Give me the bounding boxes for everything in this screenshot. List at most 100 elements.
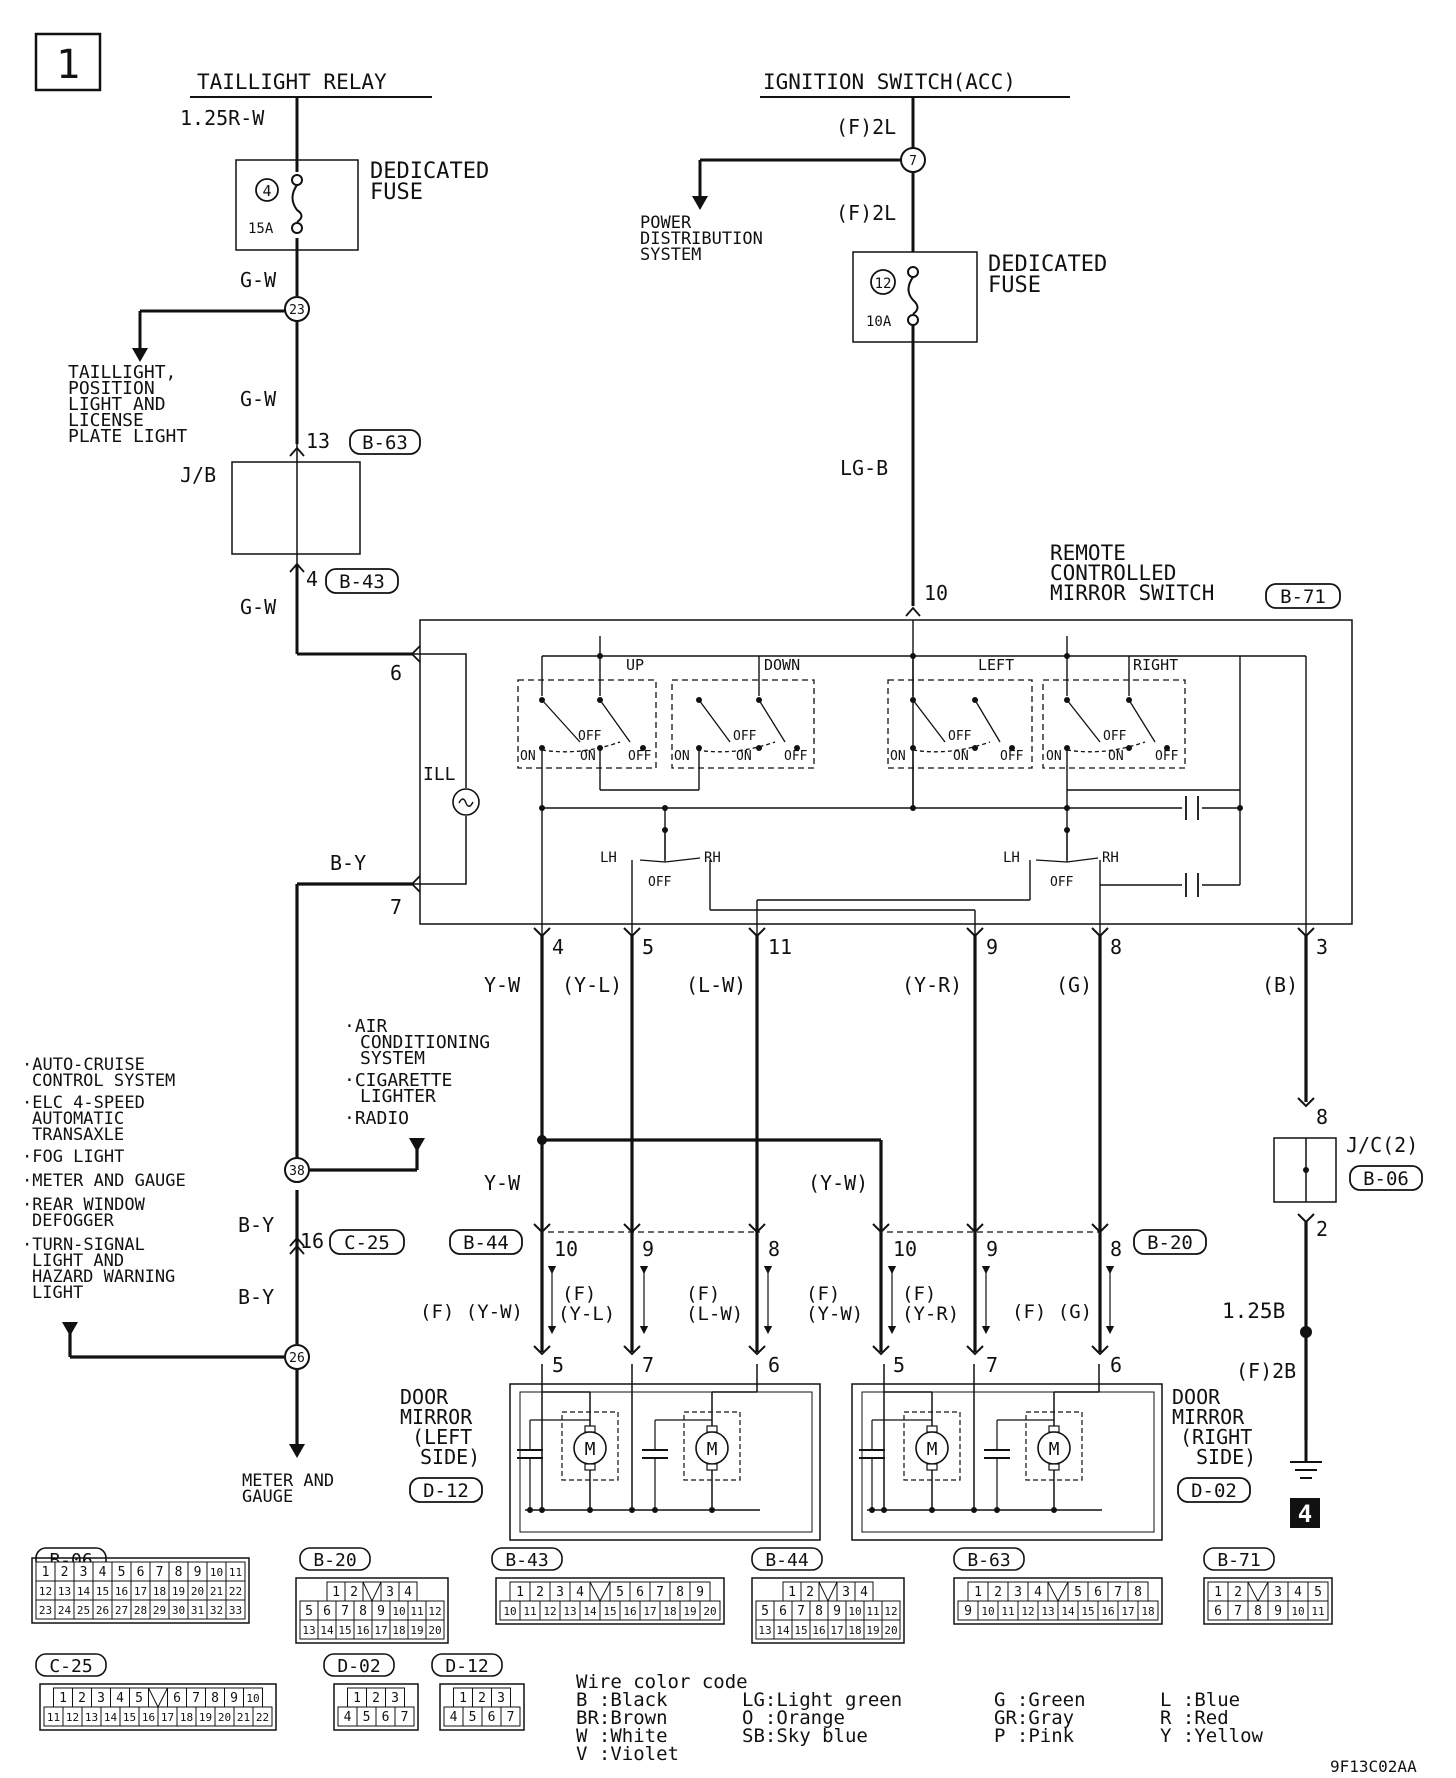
jc-box bbox=[1273, 1137, 1337, 1203]
conn-d12-tag bbox=[409, 1477, 483, 1503]
connector-face-tag bbox=[751, 1547, 823, 1571]
connector-cavity bbox=[252, 1706, 273, 1727]
connector-pin-number: 6 bbox=[173, 1691, 181, 1706]
svg-text:POWER: POWER bbox=[640, 213, 692, 233]
door-mirror-left bbox=[509, 1383, 821, 1541]
jc-label: J/C(2) bbox=[1346, 1133, 1418, 1157]
connector-pin-number: 22 bbox=[256, 1711, 269, 1724]
connector-face-label: B-63 bbox=[967, 1550, 1010, 1571]
connector-pin-number: 13 bbox=[563, 1605, 576, 1618]
wire-by-3: B-Y bbox=[238, 1285, 274, 1309]
jb-box bbox=[231, 461, 361, 555]
connector-pin-number: 6 bbox=[382, 1710, 390, 1725]
junction-dot bbox=[537, 1135, 547, 1145]
svg-text:SB:Sky blue: SB:Sky blue bbox=[742, 1725, 868, 1747]
conn-c25-label: C-25 bbox=[344, 1232, 390, 1254]
connector-pin-number: 2 bbox=[994, 1585, 1002, 1600]
connector-pin-number: 6 bbox=[1214, 1604, 1222, 1619]
svg-text:9: 9 bbox=[986, 1237, 998, 1261]
connector-pin-number: 2 bbox=[806, 1585, 814, 1600]
svg-text:MIRROR: MIRROR bbox=[400, 1405, 473, 1429]
connector-face-outline bbox=[295, 1577, 449, 1644]
svg-text:AUTOMATIC: AUTOMATIC bbox=[32, 1109, 124, 1129]
svg-text:(F): (F) bbox=[686, 1283, 720, 1305]
connector-pin-number: 17 bbox=[161, 1711, 174, 1724]
connector-face-outline bbox=[31, 1557, 250, 1624]
svg-text:MIRROR: MIRROR bbox=[1172, 1405, 1245, 1429]
motor-brush bbox=[1048, 1463, 1060, 1471]
svg-text:L :Blue: L :Blue bbox=[1160, 1689, 1240, 1711]
wire-yw-2: Y-W bbox=[484, 1171, 521, 1195]
svg-text:METER AND: METER AND bbox=[242, 1471, 334, 1491]
svg-text:POSITION: POSITION bbox=[68, 378, 155, 399]
left-list-arrow bbox=[62, 1322, 78, 1336]
connector-pin-number: 19 bbox=[172, 1585, 185, 1598]
connector-pin-number: 15 bbox=[96, 1585, 109, 1598]
mirror-junction-dot bbox=[881, 1507, 887, 1513]
wire-f2l-1: (F)2L bbox=[836, 115, 896, 139]
fuse-terminal bbox=[907, 314, 919, 326]
conn-b20-tag bbox=[1133, 1229, 1207, 1255]
svg-text:5: 5 bbox=[642, 935, 654, 959]
connector-pin-number: 11 bbox=[229, 1566, 242, 1579]
connector-face-tag bbox=[35, 1653, 107, 1677]
connector-pin-number: 21 bbox=[210, 1585, 223, 1598]
connector-cavity bbox=[425, 1619, 445, 1640]
output-wires bbox=[68, 882, 1308, 1448]
svg-text:8: 8 bbox=[768, 1237, 780, 1261]
connector-face-tag bbox=[1203, 1547, 1275, 1571]
connector-pin-number: 18 bbox=[180, 1711, 193, 1724]
svg-text:·METER AND GAUGE: ·METER AND GAUGE bbox=[22, 1171, 186, 1191]
connector-pin-number: 11 bbox=[47, 1711, 60, 1724]
connector-pin-number: 7 bbox=[1114, 1585, 1122, 1600]
connector-pin-number: 7 bbox=[1234, 1604, 1242, 1619]
connector-pin-number: 18 bbox=[1141, 1605, 1154, 1618]
svg-text:REMOTE: REMOTE bbox=[1050, 541, 1126, 565]
svg-text:ON: ON bbox=[1108, 749, 1124, 764]
left-feed-wires bbox=[138, 97, 412, 656]
connector-pin-number: 6 bbox=[137, 1565, 145, 1580]
fuse-element bbox=[907, 276, 919, 315]
conn-b71-label: B-71 bbox=[1280, 586, 1326, 608]
switch-junction-dots bbox=[539, 653, 1243, 833]
diagram-code: 9F13C02AA bbox=[1330, 1757, 1417, 1776]
svg-text:OFF: OFF bbox=[1050, 875, 1074, 890]
svg-text:ON: ON bbox=[580, 749, 596, 764]
right-fuse-rating: 10A bbox=[866, 314, 892, 330]
connector-pin-number: 9 bbox=[1274, 1604, 1282, 1619]
connector-cavity bbox=[1247, 1581, 1269, 1602]
svg-text:·ELC 4-SPEED: ·ELC 4-SPEED bbox=[22, 1093, 145, 1113]
switch-pin-6: 6 bbox=[390, 661, 402, 685]
connector-pin-number: 8 bbox=[1254, 1604, 1262, 1619]
connector-pin-number: 12 bbox=[1021, 1605, 1034, 1618]
mid-pin-numbers: 10 9 8 10 9 8 bbox=[554, 1237, 1122, 1261]
connector-pin-number: 32 bbox=[210, 1604, 223, 1617]
conn-b06-label: B-06 bbox=[1363, 1168, 1409, 1190]
svg-text:RIGHT: RIGHT bbox=[1133, 656, 1178, 674]
connector-pin-number: 14 bbox=[776, 1624, 790, 1637]
motor-brush bbox=[1048, 1425, 1060, 1433]
connector-pin-number: 6 bbox=[1094, 1585, 1102, 1600]
connector-pin-number: 12 bbox=[66, 1711, 79, 1724]
conn-b43-label: B-43 bbox=[339, 571, 385, 593]
connector-pin-number: 11 bbox=[1311, 1605, 1324, 1618]
svg-text:(Y-L): (Y-L) bbox=[562, 973, 622, 997]
connector-pin-number: 4 bbox=[116, 1691, 124, 1706]
svg-text:9: 9 bbox=[986, 935, 998, 959]
connector-pin-number: 17 bbox=[374, 1624, 387, 1637]
wire-gw-2: G-W bbox=[240, 387, 277, 411]
power-dist-arrow bbox=[692, 196, 708, 210]
left-system-list: ·AUTO-CRUISE CONTROL SYSTEM ·ELC 4-SPEED… bbox=[22, 1055, 186, 1303]
connector-pin-number: 6 bbox=[779, 1604, 787, 1619]
mirror-pin-arrows bbox=[533, 1345, 1109, 1356]
connector-pin-number: 5 bbox=[363, 1710, 371, 1725]
svg-text:ON: ON bbox=[1046, 749, 1062, 764]
motor-brush bbox=[706, 1463, 718, 1471]
svg-text:ON: ON bbox=[674, 749, 690, 764]
svg-text:·AIR: ·AIR bbox=[344, 1016, 388, 1037]
svg-text:·RADIO: ·RADIO bbox=[344, 1108, 409, 1129]
